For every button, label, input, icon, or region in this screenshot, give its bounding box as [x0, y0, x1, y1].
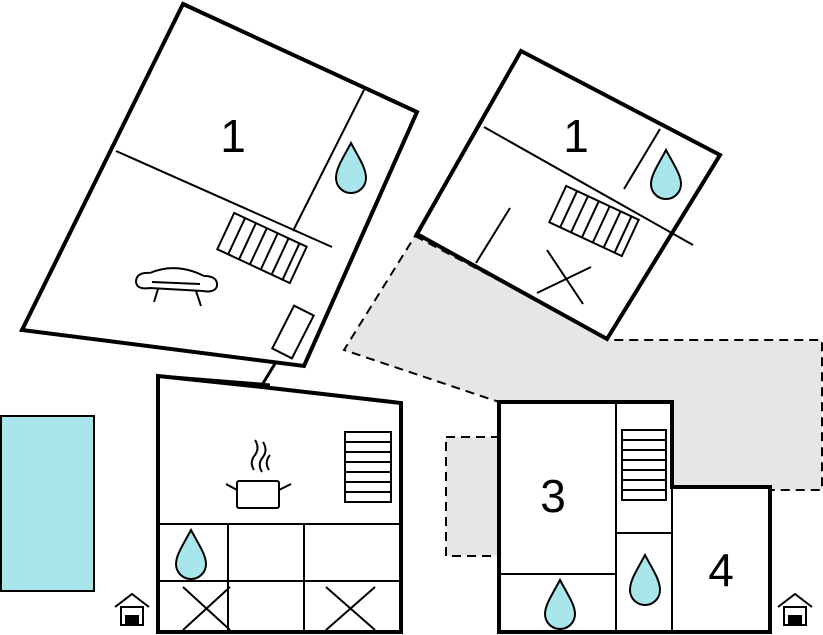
divider	[292, 89, 365, 232]
entrance-house-icon	[777, 592, 813, 626]
divider	[483, 126, 694, 246]
divider	[475, 207, 511, 264]
building-top-left-outline	[18, 1, 420, 369]
stairs-icon	[547, 184, 641, 258]
cross-mark	[182, 586, 231, 631]
divider	[623, 128, 661, 190]
water-drop-icon	[174, 527, 208, 580]
water-drop-icon	[334, 140, 368, 194]
entrance-house-icon	[114, 592, 150, 626]
building-top-left: 1	[18, 1, 420, 369]
stairs-icon	[621, 429, 667, 501]
corridor-wall	[260, 361, 278, 386]
water-drop-icon	[628, 552, 662, 606]
building-bottom-right: 3 4	[497, 400, 772, 634]
cross-mark	[536, 266, 592, 294]
door-icon	[270, 304, 316, 360]
room-label: 3	[540, 470, 566, 522]
room-label: 1	[220, 110, 246, 162]
terrace-lower	[445, 436, 500, 557]
divider	[115, 150, 333, 248]
water-drop-icon	[543, 577, 577, 630]
water-drop-icon	[649, 147, 683, 200]
room-label: 1	[563, 110, 589, 162]
stairs-icon	[344, 431, 392, 503]
terrace-upper	[342, 234, 823, 491]
armchair-icon	[134, 267, 219, 307]
pool-icon	[0, 415, 95, 592]
stairs-icon	[215, 211, 309, 285]
cross-mark	[546, 249, 584, 305]
cooking-pot-icon	[225, 439, 292, 509]
cross-mark	[325, 586, 376, 631]
building-kitchen	[156, 373, 403, 634]
room-label: 4	[708, 544, 734, 596]
building-top-right: 1	[414, 48, 723, 342]
